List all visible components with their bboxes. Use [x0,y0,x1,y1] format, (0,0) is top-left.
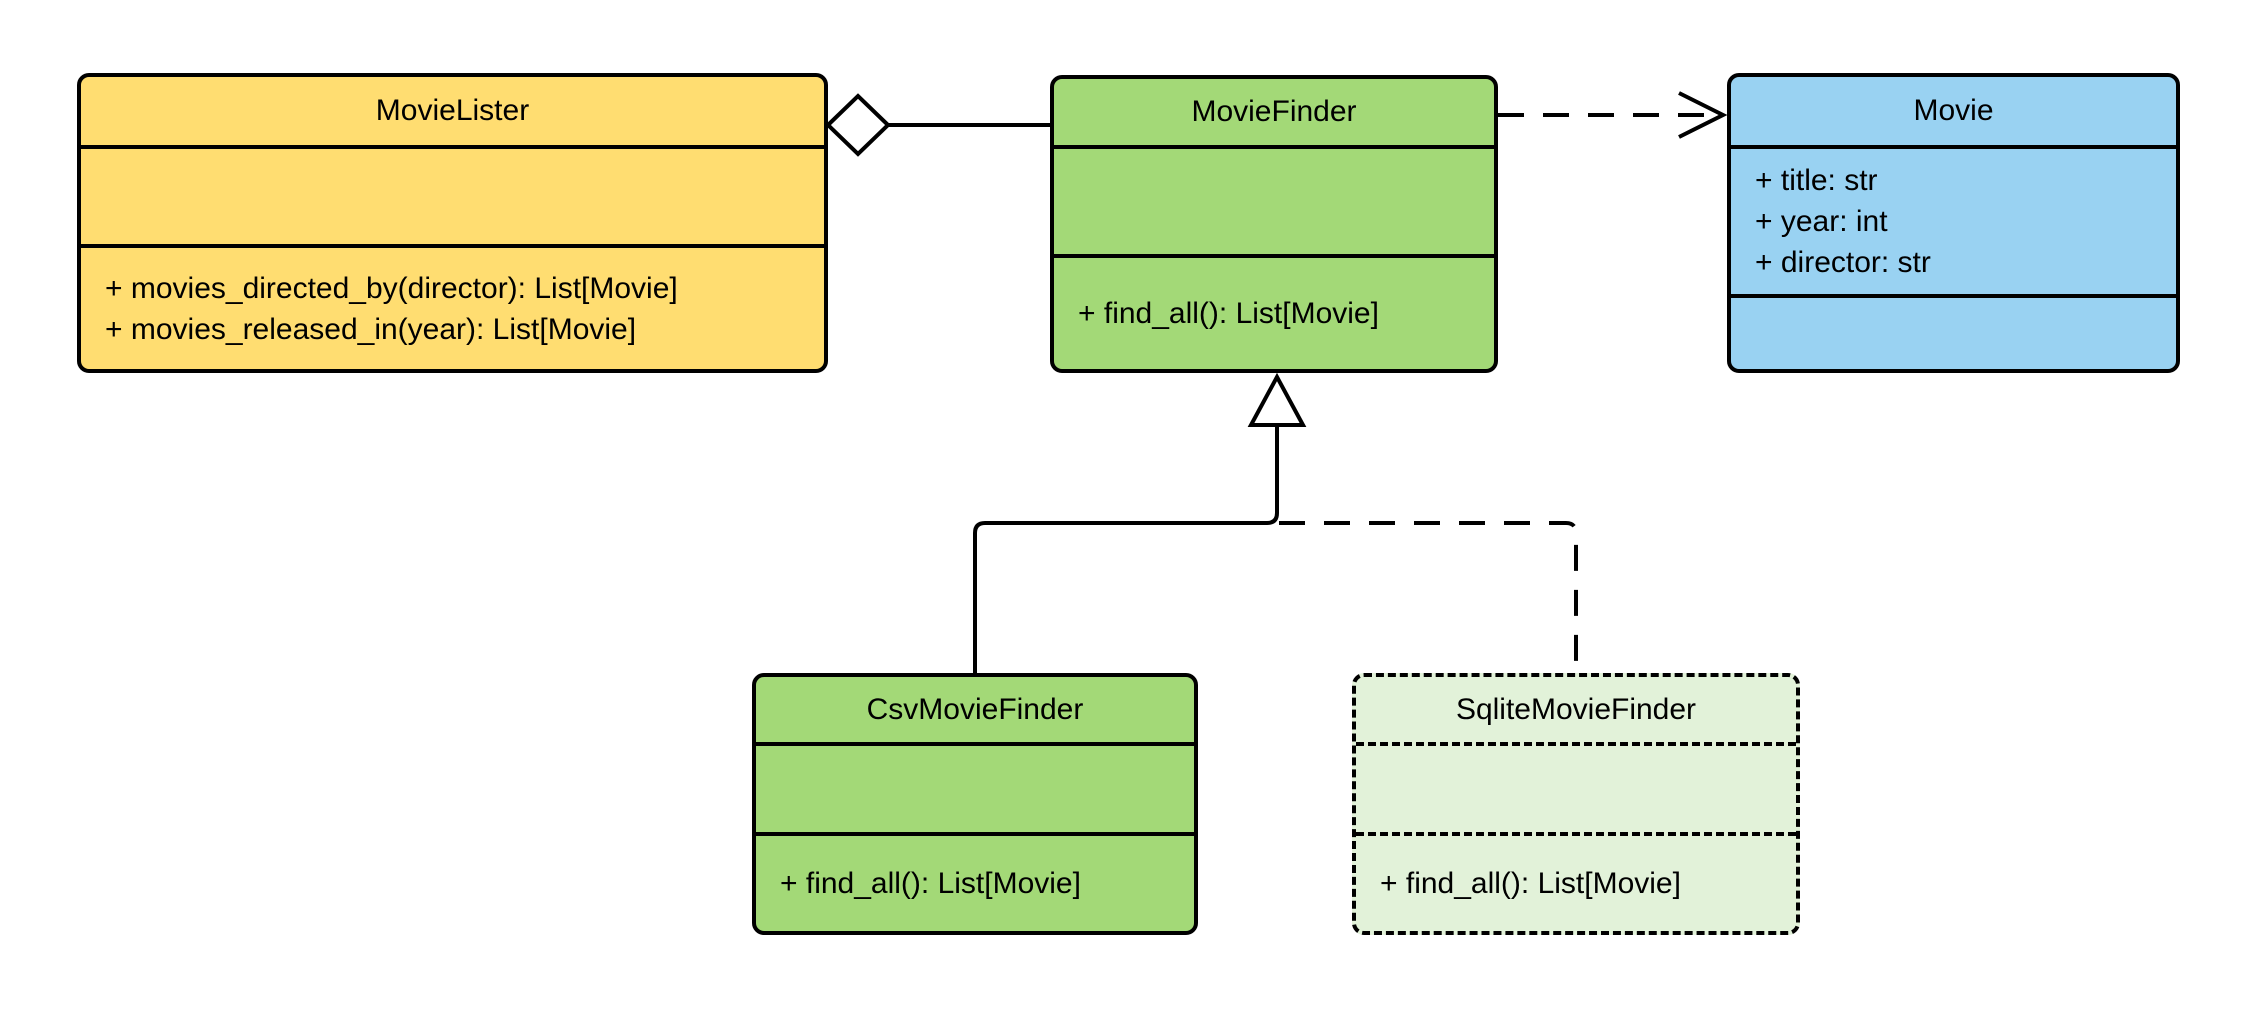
attributes-section: + title: str + year: int + director: str [1731,149,2176,298]
attributes-section [1356,746,1796,836]
attributes-section [1054,149,1494,258]
class-box-sqlitemoviefinder[interactable]: SqliteMovieFinder + find_all(): List[Mov… [1352,673,1800,935]
method-label: + find_all(): List[Movie] [1380,867,1681,900]
attribute-label: + year: int [1755,205,1888,238]
class-box-movie[interactable]: Movie + title: str + year: int + directo… [1727,73,2180,373]
method-label: + find_all(): List[Movie] [780,867,1081,900]
aggregation-connector[interactable] [825,93,1050,157]
methods-section [1731,298,2176,369]
class-box-csvmoviefinder[interactable]: CsvMovieFinder + find_all(): List[Movie] [752,673,1198,935]
methods-section: + movies_directed_by(director): List[Mov… [81,248,824,369]
attributes-section [81,149,824,248]
inheritance-solid-line [973,425,1279,673]
class-box-movielister[interactable]: MovieLister + movies_directed_by(directo… [77,73,828,373]
inheritance-connector-csv[interactable] [973,372,1307,673]
attributes-section [756,746,1194,836]
methods-section: + find_all(): List[Movie] [1054,258,1494,369]
class-title: SqliteMovieFinder [1356,677,1796,746]
inheritance-dashed-line [1279,521,1578,673]
methods-section: + find_all(): List[Movie] [756,836,1194,931]
inheritance-connector-sqlite[interactable] [1279,521,1578,673]
method-label: + find_all(): List[Movie] [1078,297,1379,330]
class-title: Movie [1731,77,2176,149]
inheritance-triangle-icon [1247,372,1307,427]
methods-section: + find_all(): List[Movie] [1356,836,1796,931]
method-label: + movies_directed_by(director): List[Mov… [105,271,678,305]
class-title: MovieFinder [1054,79,1494,149]
class-box-moviefinder[interactable]: MovieFinder + find_all(): List[Movie] [1050,75,1498,373]
method-label: + movies_released_in(year): List[Movie] [105,312,637,346]
class-title: MovieLister [81,77,824,149]
class-title: CsvMovieFinder [756,677,1194,746]
dependency-open-arrowhead-icon [1678,91,1728,139]
dependency-connector[interactable] [1498,91,1728,139]
attribute-label: + director: str [1755,246,1931,279]
attribute-label: + title: str [1755,164,1878,197]
aggregation-diamond-icon [825,93,891,157]
